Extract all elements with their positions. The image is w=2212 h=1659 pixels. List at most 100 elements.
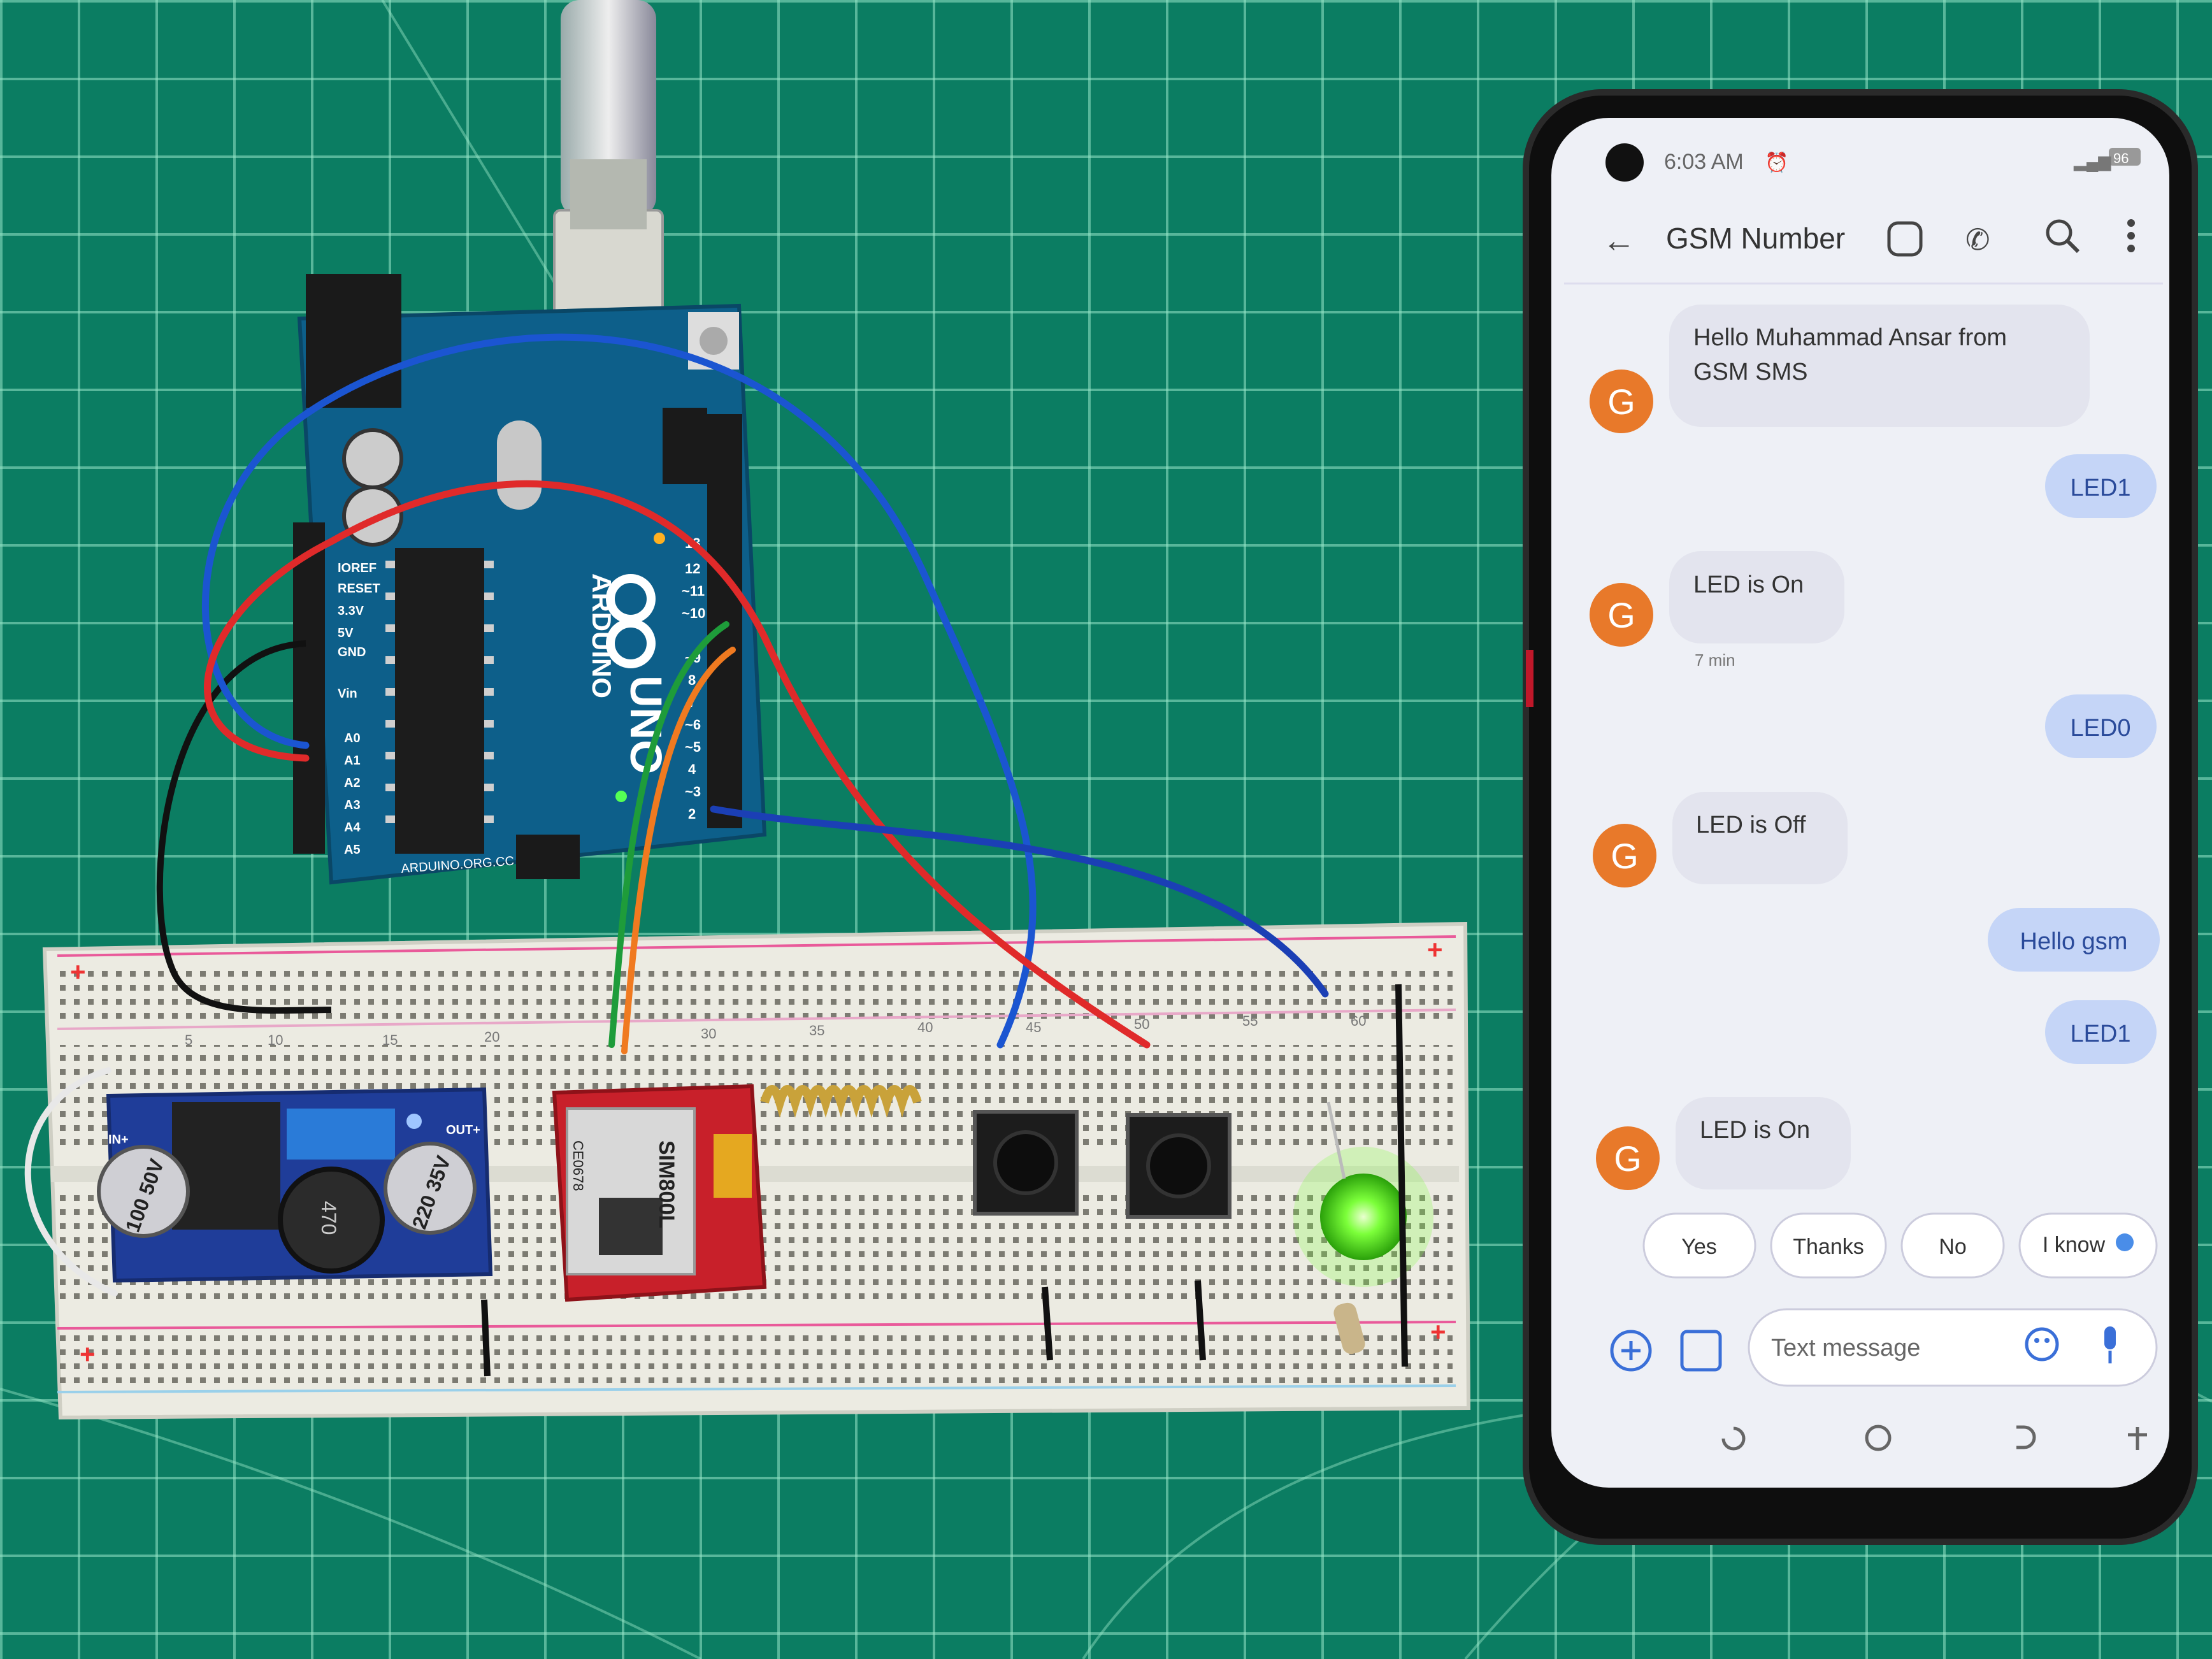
status-time: 6:03 AM <box>1664 150 1744 174</box>
buck-converter-module: 470 100 50V 220 35V IN+ OUT+ <box>97 1087 493 1283</box>
signal-icon: ▂▄▆ <box>2073 152 2111 172</box>
svg-text:A4: A4 <box>344 821 361 835</box>
red-wire-1 <box>203 480 1151 1049</box>
power-led <box>615 791 627 802</box>
rail-plus: + <box>1430 1317 1446 1347</box>
message-bubble-incoming[interactable] <box>1669 551 1844 643</box>
svg-text:55: 55 <box>1242 1013 1258 1029</box>
back-nav-icon[interactable] <box>2016 1425 2036 1449</box>
power-header <box>293 522 325 854</box>
svg-text:2: 2 <box>688 806 696 822</box>
battery-icon <box>2109 148 2141 166</box>
message-bubble-outgoing[interactable] <box>2045 694 2157 758</box>
output-capacitor <box>384 1142 477 1235</box>
svg-text:IOREF: IOREF <box>338 561 377 575</box>
brand-label: ARDUINO <box>587 573 617 698</box>
svg-text:5: 5 <box>185 1032 192 1048</box>
svg-text:4: 4 <box>688 761 696 777</box>
svg-text:IN+: IN+ <box>108 1133 129 1147</box>
emoji-picker-icon[interactable] <box>2025 1327 2059 1361</box>
video-call-icon[interactable] <box>1887 221 1923 257</box>
svg-text:A2: A2 <box>344 776 361 790</box>
svg-text:LED is On: LED is On <box>1700 1117 1810 1144</box>
svg-text:Hello gsm: Hello gsm <box>2020 928 2128 955</box>
svg-text:A0: A0 <box>344 731 361 745</box>
svg-text:G: G <box>1611 836 1639 876</box>
orange-wire <box>621 647 736 1054</box>
svg-text:~3: ~3 <box>685 784 701 800</box>
push-button-1 <box>973 1110 1079 1216</box>
front-camera <box>1605 143 1644 182</box>
svg-text:G: G <box>1614 1138 1642 1179</box>
message-bubble-incoming[interactable] <box>1672 792 1848 884</box>
capacitor <box>714 1134 752 1198</box>
avatar[interactable] <box>1593 824 1656 887</box>
svg-text:Thanks: Thanks <box>1793 1235 1864 1259</box>
svg-text:Yes: Yes <box>1681 1235 1716 1259</box>
svg-text:A1: A1 <box>344 754 361 768</box>
svg-text:G: G <box>1607 595 1635 635</box>
svg-text:8: 8 <box>688 672 696 688</box>
svg-text:I know: I know <box>2043 1233 2106 1257</box>
message-bubble-outgoing[interactable] <box>2045 454 2157 518</box>
svg-text:LED is On: LED is On <box>1693 571 1804 598</box>
message-bubble-outgoing[interactable] <box>2045 1000 2157 1064</box>
phone-call-icon[interactable]: ✆ <box>1965 223 1990 256</box>
smart-reply-yes[interactable] <box>1642 1212 1756 1279</box>
search-icon[interactable] <box>2046 219 2080 254</box>
rail-plus: + <box>80 1339 96 1369</box>
avatar[interactable] <box>1590 583 1653 647</box>
qr-code <box>599 1198 663 1255</box>
gallery-icon[interactable] <box>1680 1330 1722 1372</box>
svg-text:GSM SMS: GSM SMS <box>1693 359 1807 385</box>
message-bubble-outgoing[interactable] <box>1988 908 2160 972</box>
back-arrow-icon[interactable]: ← <box>1602 222 1635 259</box>
alarm-icon: ⏰ <box>1765 150 1788 173</box>
svg-text:470: 470 <box>317 1201 340 1235</box>
smart-reply-no[interactable] <box>1900 1212 2005 1279</box>
svg-text:40: 40 <box>917 1019 933 1035</box>
potentiometer <box>287 1109 395 1160</box>
navigation-bar <box>1721 1425 2147 1451</box>
icsp-header <box>516 835 580 879</box>
avatar[interactable] <box>1590 370 1653 433</box>
microphone-icon[interactable] <box>2104 1326 2116 1363</box>
svg-text:OUT+: OUT+ <box>446 1123 480 1137</box>
battery-level: 96 <box>2113 150 2129 166</box>
svg-text:~11: ~11 <box>682 583 705 599</box>
message-input[interactable] <box>1748 1308 2158 1387</box>
smart-reply-i-know[interactable] <box>2018 1212 2158 1279</box>
svg-text:20: 20 <box>484 1029 499 1045</box>
svg-text:LED0: LED0 <box>2070 715 2130 742</box>
smart-reply-thanks[interactable] <box>1770 1212 1887 1279</box>
recent-apps-icon[interactable] <box>1721 1426 1746 1451</box>
accessibility-icon[interactable] <box>2128 1427 2147 1450</box>
wires <box>24 333 1329 1296</box>
blue-wire-2 <box>710 805 1329 998</box>
green-led <box>1293 1102 1433 1287</box>
capacitor <box>342 428 403 489</box>
more-options-icon[interactable] <box>2127 219 2135 252</box>
svg-text:CE0678: CE0678 <box>570 1140 586 1191</box>
message-bubble-incoming[interactable] <box>1669 305 2090 427</box>
message-bubble-incoming[interactable] <box>1676 1097 1851 1189</box>
avatar[interactable] <box>1596 1126 1660 1190</box>
usb-cable <box>553 0 664 358</box>
green-wire <box>608 621 729 1048</box>
crystal-oscillator <box>497 420 542 510</box>
message-list: Hello Muhammad Ansar from GSM SMS G LED1… <box>1590 305 2160 1190</box>
svg-text:~10: ~10 <box>682 605 705 621</box>
home-icon[interactable] <box>1865 1425 1892 1451</box>
rail-plus: + <box>1427 935 1443 965</box>
svg-text:5V: 5V <box>338 626 354 640</box>
svg-text:~6: ~6 <box>685 717 701 733</box>
arduino-uno-board: ARDUINO UNO ARDUINO.ORG.CC IOREF RESET 3… <box>293 274 767 885</box>
icsp-header <box>663 408 707 484</box>
svg-text:Hello Muhammad Ansar from: Hello Muhammad Ansar from <box>1693 324 2007 351</box>
message-input-placeholder: Text message <box>1771 1335 1920 1361</box>
add-attachment-icon[interactable] <box>1610 1330 1652 1372</box>
svg-text:LED1: LED1 <box>2070 1021 2130 1047</box>
input-capacitor <box>97 1145 190 1238</box>
svg-text:12: 12 <box>685 561 700 577</box>
